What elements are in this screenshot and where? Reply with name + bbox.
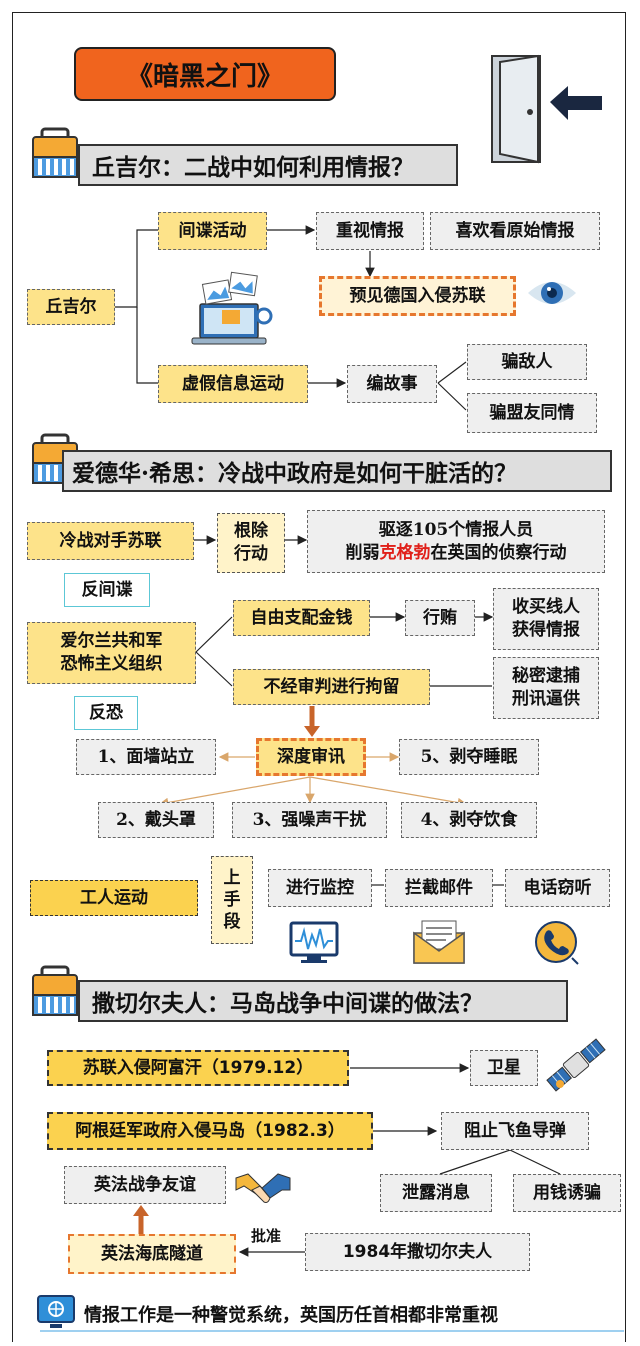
node-technique-2: 2、戴头罩 — [98, 802, 214, 838]
page-title: 《暗黑之门》 — [74, 47, 336, 101]
label-counter-espionage: 反间谍 — [64, 573, 150, 607]
photo-laptop-icon — [186, 270, 278, 354]
network-computer-icon — [36, 1294, 76, 1336]
expel-line-2: 削弱克格勃在英国的侦察行动 — [346, 542, 567, 565]
node-disinformation: 虚假信息运动 — [158, 365, 308, 403]
phone-icon — [532, 918, 582, 972]
expel-line-1: 驱逐105个情报人员 — [378, 519, 534, 540]
node-eradicate-action: 根除 行动 — [217, 513, 285, 573]
node-technique-1: 1、面墙站立 — [76, 739, 216, 775]
section-title-heath: 爱德华·希思：冷战中政府是如何干脏活的？ — [62, 450, 612, 492]
node-ira: 爱尔兰共和军 恐怖主义组织 — [27, 622, 196, 684]
page-frame — [12, 12, 626, 1342]
node-deep-interrogation: 深度审讯 — [256, 738, 366, 776]
node-spy-activity: 间谍活动 — [158, 212, 267, 250]
node-monitor: 进行监控 — [268, 869, 372, 907]
node-technique-5: 5、剥夺睡眠 — [399, 739, 539, 775]
node-channel-tunnel: 英法海底隧道 — [68, 1234, 236, 1274]
node-uk-france-friendship: 英法战争友谊 — [64, 1166, 226, 1204]
door-icon — [490, 54, 605, 170]
node-detention: 不经审判进行拘留 — [233, 669, 430, 705]
section-title-churchill: 丘吉尔：二战中如何利用情报？ — [78, 144, 458, 186]
toolbox-icon — [30, 127, 80, 187]
satellite-icon — [546, 1036, 606, 1098]
node-means: 上 手 段 — [211, 856, 253, 944]
expel-ops: 在英国的侦察行动 — [430, 542, 567, 563]
node-coldwar-ussr: 冷战对手苏联 — [27, 522, 194, 560]
node-fool-enemy: 骗敌人 — [467, 344, 587, 380]
node-free-money: 自由支配金钱 — [233, 600, 370, 636]
handshake-icon — [234, 1168, 292, 1216]
label-counter-terror: 反恐 — [74, 696, 138, 730]
envelope-icon — [412, 919, 466, 969]
node-argentina-invasion: 阿根廷军政府入侵马岛（1982.3） — [47, 1112, 373, 1150]
expel-weaken: 削弱 — [345, 542, 380, 563]
node-satellite: 卫星 — [470, 1050, 538, 1086]
section-title-thatcher: 撒切尔夫人：马岛战争中间谍的做法？ — [78, 980, 568, 1022]
node-value-intel: 重视情报 — [316, 212, 424, 250]
node-secret-arrest: 秘密逮捕 刑讯逼供 — [493, 657, 599, 719]
node-churchill: 丘吉尔 — [27, 289, 115, 325]
node-make-stories: 编故事 — [347, 365, 437, 403]
node-leak-info: 泄露消息 — [380, 1174, 492, 1212]
monitor-wave-icon — [289, 921, 339, 969]
node-foresee-invasion: 预见德国入侵苏联 — [319, 276, 516, 316]
node-technique-3: 3、强噪声干扰 — [232, 802, 387, 838]
node-raw-intel: 喜欢看原始情报 — [430, 212, 600, 250]
toolbox-icon — [30, 965, 80, 1025]
footer-underline — [40, 1330, 624, 1332]
eye-icon — [526, 277, 578, 313]
node-money-lure: 用钱诱骗 — [513, 1174, 621, 1212]
node-ussr-afghanistan: 苏联入侵阿富汗（1979.12） — [47, 1050, 349, 1086]
node-stop-exocet: 阻止飞鱼导弹 — [441, 1112, 589, 1150]
expel-kgb: 克格勃 — [379, 542, 431, 563]
node-wiretap: 电话窃听 — [505, 869, 610, 907]
node-expel-officers: 驱逐105个情报人员 削弱克格勃在英国的侦察行动 — [307, 510, 605, 573]
node-labor-movement: 工人运动 — [30, 880, 198, 916]
node-intercept-mail: 拦截邮件 — [385, 869, 493, 907]
node-buy-informants: 收买线人 获得情报 — [493, 588, 599, 650]
node-thatcher-1984: 1984年撒切尔夫人 — [305, 1233, 530, 1271]
footer-note: 情报工作是一种警觉系统，英国历任首相都非常重视 — [84, 1305, 498, 1326]
node-technique-4: 4、剥夺饮食 — [401, 802, 537, 838]
node-bribe: 行贿 — [405, 600, 475, 636]
label-approve: 批准 — [250, 1226, 281, 1245]
node-fool-allies: 骗盟友同情 — [467, 393, 597, 433]
